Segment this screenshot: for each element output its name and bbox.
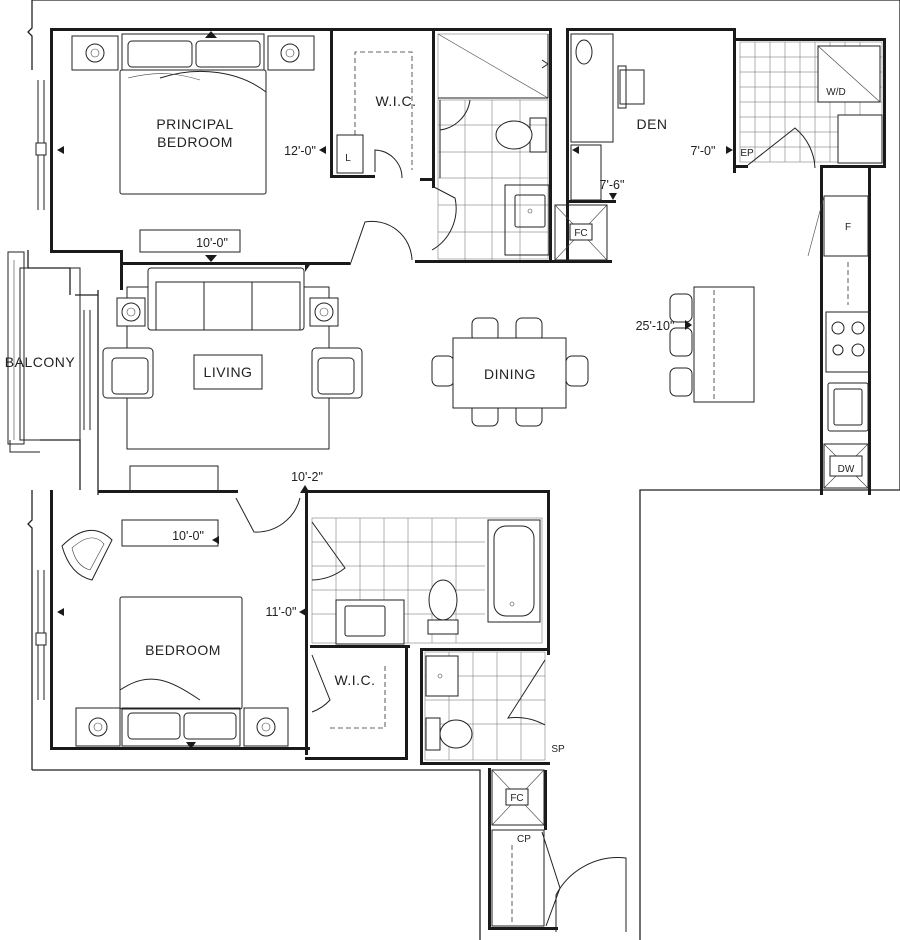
service-panel-label: SP	[551, 744, 565, 755]
fridge-label: F	[845, 222, 851, 233]
dimension-arrows	[57, 31, 733, 749]
fan-coil-top-label: FC	[574, 228, 587, 239]
bedroom-dresser	[121, 519, 219, 547]
principal-width-dim: 12'-0"	[284, 144, 316, 158]
ensuite-toilet	[495, 117, 547, 153]
fan-coil-bottom	[491, 769, 545, 826]
principal-nightstands	[71, 35, 315, 71]
linen-label: L	[345, 153, 351, 164]
den-desk	[570, 33, 645, 143]
principal-bed	[119, 33, 267, 195]
principal-depth-dim: 10'-0"	[196, 236, 228, 250]
den-label: DEN	[636, 116, 667, 132]
sofa	[147, 267, 305, 331]
den-cabinet	[570, 144, 602, 201]
fan-coil-top	[554, 204, 608, 261]
wic-bottom-label: W.I.C.	[334, 672, 375, 688]
washer-dryer-label: W/D	[826, 87, 845, 98]
wic-bottom-shelving	[311, 654, 386, 729]
bedroom-top-dim: 10'-2"	[291, 470, 323, 484]
den-width-dim: 7'-6"	[600, 178, 625, 192]
dining-table	[431, 317, 589, 427]
laundry	[739, 41, 883, 169]
kitchen-counter	[807, 195, 871, 489]
bedroom-bed	[119, 596, 243, 747]
dining-label: DINING	[484, 366, 536, 382]
bedroom-door-swing	[235, 497, 301, 533]
dimension-labels: 12'-0" 10'-0" 7'-6" 7'-0" 25'-10" 10'-2"…	[172, 144, 715, 619]
ensuite-door-swing	[431, 185, 457, 251]
laundry-width-dim: 7'-0"	[691, 144, 716, 158]
exterior-outline	[27, 0, 900, 940]
room-labels: PRINCIPAL BEDROOM W.I.C. DEN LIVING DINI…	[5, 93, 667, 688]
living-label-box	[193, 354, 263, 390]
bedroom-depth-dim: 10'-0"	[172, 529, 204, 543]
armchairs	[102, 347, 363, 399]
side-tables	[116, 297, 339, 327]
bedroom-label: BEDROOM	[145, 642, 221, 658]
bedroom-nightstands	[75, 707, 289, 747]
powder-room	[424, 651, 546, 761]
living-label: LIVING	[204, 364, 253, 380]
bedroom-tv-console	[129, 465, 219, 493]
balcony-label: BALCONY	[5, 354, 76, 370]
wic-top-label: W.I.C.	[375, 93, 416, 109]
principal-door-swing	[349, 220, 413, 266]
principal-bedroom-label-line2: BEDROOM	[157, 134, 233, 150]
bath-two	[311, 517, 543, 645]
ensuite-vanity	[504, 184, 550, 256]
bedroom-chair	[61, 530, 113, 581]
entry-door-swing	[555, 857, 627, 932]
walls	[50, 28, 886, 930]
fixture-labels: L W/D EP FC F DW SP FC CP	[345, 87, 855, 845]
wic-top-shelving	[336, 51, 413, 179]
windows	[35, 80, 47, 700]
electrical-panel-label: EP	[740, 148, 754, 159]
principal-dresser	[139, 229, 241, 253]
bedroom-width-dim: 11'-0"	[266, 605, 297, 619]
fan-coil-bottom-label: FC	[510, 793, 523, 804]
coat-closet-label: CP	[517, 834, 531, 845]
ensuite-tiles	[437, 33, 549, 260]
balcony	[7, 250, 91, 490]
principal-bedroom-label-line1: PRINCIPAL	[156, 116, 233, 132]
living-depth-dim: 25'-10"	[636, 319, 675, 333]
dishwasher-label: DW	[838, 464, 855, 475]
kitchen-island	[669, 286, 755, 403]
